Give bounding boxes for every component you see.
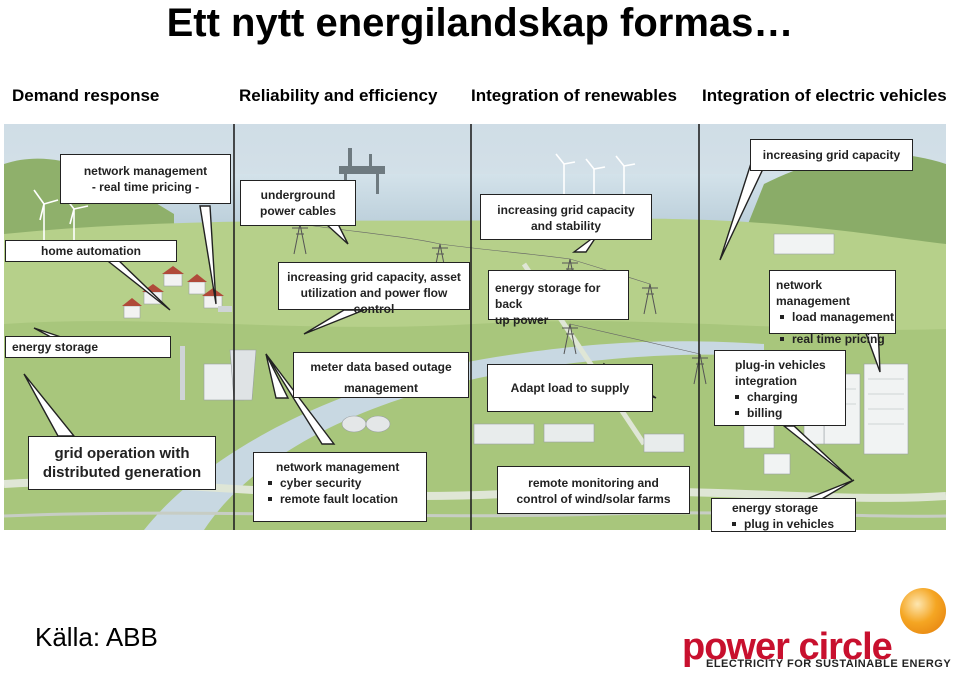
callout-text: network management <box>276 460 400 474</box>
callout-bullet-list: load management real time pricing <box>776 309 895 347</box>
callout-underground-power-cables: underground power cables <box>240 180 356 226</box>
callout-network-management-load: network management load management real … <box>769 270 896 346</box>
slide-title: Ett nytt energilandskap formas… <box>166 1 794 45</box>
callout-grid-operation-distributed-generation: grid operation with distributed generati… <box>28 436 216 490</box>
callout-text: distributed generation <box>42 464 202 481</box>
category-demand-response: Demand response <box>12 86 160 105</box>
list-item: load management <box>780 309 895 325</box>
callout-text: underground <box>260 188 336 202</box>
category-integration-renewables: Integration of renewables <box>471 86 677 105</box>
callout-text: - real time pricing - <box>91 180 200 194</box>
callout-increasing-grid-capacity-right: increasing grid capacity <box>750 139 913 171</box>
source-citation: Källa: ABB <box>35 622 158 652</box>
callout-remote-monitoring-wind-solar: remote monitoring and control of wind/so… <box>497 466 690 514</box>
callout-text: increasing grid capacity <box>762 148 901 162</box>
callout-bullet-list: plug in vehicles <box>718 516 855 532</box>
callout-text: increasing grid capacity <box>497 203 635 217</box>
list-item: plug in vehicles <box>732 516 855 532</box>
callout-energy-storage-backup: energy storage for back up power <box>488 270 629 327</box>
callout-text: power cables <box>259 204 337 218</box>
callout-text: meter data based outage <box>310 360 452 374</box>
callout-text: and stability <box>530 219 601 233</box>
callout-text: grid operation with <box>54 445 190 462</box>
list-item: cyber security <box>268 475 426 491</box>
callout-bullet-list: cyber security remote fault location <box>260 475 426 507</box>
power-circle-logo-sun-icon <box>900 588 946 634</box>
callout-energy-storage-left: energy storage <box>5 336 171 358</box>
power-circle-logo-tagline: ELECTRICITY FOR SUSTAINABLE ENERGY <box>706 658 952 670</box>
callout-text: control of wind/solar farms <box>516 492 671 506</box>
callout-bullet-list: charging billing <box>721 389 845 421</box>
callout-text: energy storage <box>12 340 99 354</box>
list-item: charging <box>735 389 845 405</box>
callout-text: plug-in vehicles <box>735 358 826 372</box>
callout-text: integration <box>735 374 797 388</box>
list-item: real time pricing <box>780 331 895 347</box>
callout-text: energy storage for back <box>495 281 601 311</box>
callout-energy-storage-plug-in-vehicles: energy storage plug in vehicles <box>711 498 856 532</box>
callout-adapt-load-to-supply: Adapt load to supply <box>487 364 653 412</box>
callout-text: management <box>343 381 419 395</box>
callout-text: Adapt load to supply <box>510 381 630 395</box>
callout-text: utilization and power flow control <box>300 286 448 316</box>
callout-network-management-real-time-pricing: network management - real time pricing - <box>60 154 231 204</box>
callout-network-management-security: network management cyber security remote… <box>253 452 427 522</box>
callout-text: increasing grid capacity, asset <box>287 270 461 284</box>
callout-text: network management <box>776 278 851 308</box>
power-circle-logo-name: power circle <box>682 626 893 668</box>
callout-text: energy storage <box>732 501 819 515</box>
callout-meter-data-outage-management: meter data based outage management <box>293 352 469 398</box>
list-item: billing <box>735 405 845 421</box>
callout-plugin-vehicles-integration: plug-in vehicles integration charging bi… <box>714 350 846 426</box>
callout-text: up power <box>495 313 549 327</box>
callout-grid-capacity-stability: increasing grid capacity and stability <box>480 194 652 240</box>
callout-grid-capacity-power-flow-control: increasing grid capacity, asset utilizat… <box>278 262 470 316</box>
callout-text: home automation <box>40 244 141 258</box>
category-reliability-efficiency: Reliability and efficiency <box>239 86 438 105</box>
callout-text: network management <box>83 164 208 178</box>
callout-text: remote monitoring and <box>528 476 659 490</box>
callout-home-automation: home automation <box>5 240 177 262</box>
category-integration-electric-vehicles: Integration of electric vehicles <box>702 86 947 105</box>
list-item: remote fault location <box>268 491 426 507</box>
